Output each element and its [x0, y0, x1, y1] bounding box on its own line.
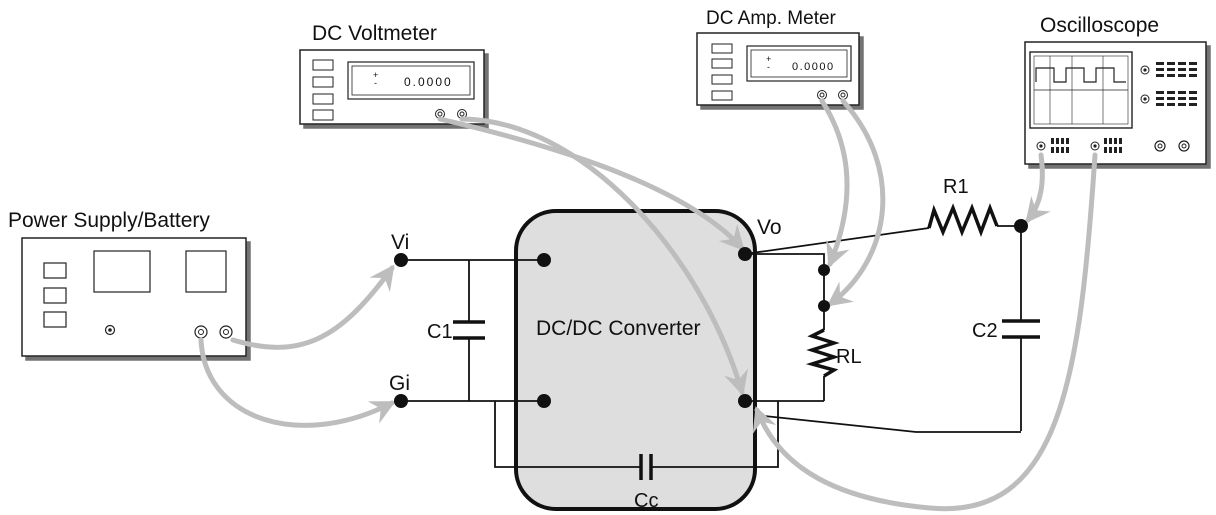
vo-label: Vo	[757, 216, 782, 239]
ammeter-sign: +-	[766, 54, 771, 72]
dc-ammeter-instrument: DC Amp. Meter +- 0.0000	[696, 8, 860, 106]
power-supply-display	[185, 250, 227, 293]
rl-label: RL	[836, 346, 862, 368]
ammeter-title: DC Amp. Meter	[706, 8, 837, 29]
oscilloscope-channel-input[interactable]	[1036, 141, 1046, 151]
gi-label: Gi	[389, 372, 410, 395]
converter-label: DC/DC Converter	[536, 317, 701, 340]
oscilloscope-switch-block[interactable]	[1051, 138, 1069, 153]
oscilloscope-knob[interactable]	[1140, 65, 1150, 75]
capacitor-c2	[1002, 319, 1040, 339]
converter-input-pin	[537, 253, 551, 267]
cable-ammeter-b	[826, 98, 886, 307]
oscilloscope-knob[interactable]	[1178, 140, 1190, 152]
voltmeter-terminal-neg[interactable]	[435, 109, 445, 119]
voltmeter-reading: 0.0000	[404, 75, 453, 89]
cable-voltmeter-to-vo	[437, 116, 745, 252]
cable-ps-to-vi	[230, 264, 395, 350]
r1-label: R1	[943, 176, 969, 198]
voltmeter-button[interactable]	[312, 59, 334, 71]
node-output-ground	[738, 394, 752, 408]
dc-dc-converter: DC/DC Converter	[514, 209, 757, 511]
power-supply-terminal-positive[interactable]	[219, 325, 233, 339]
node-gi	[394, 394, 408, 408]
ammeter-terminal-a[interactable]	[817, 90, 827, 100]
node-rl-top	[818, 264, 830, 276]
converter-body	[514, 209, 757, 511]
power-supply-terminal-negative[interactable]	[194, 325, 208, 339]
cc-label: Cc	[634, 490, 658, 512]
cable-scope-probe	[1025, 152, 1051, 224]
c1-label: C1	[427, 321, 453, 343]
ammeter-button[interactable]	[711, 90, 733, 101]
square-waveform	[1035, 67, 1126, 83]
converter-ground-pin	[537, 394, 551, 408]
oscilloscope-channel-input[interactable]	[1090, 141, 1100, 151]
oscilloscope-knob[interactable]	[1140, 94, 1150, 104]
oscilloscope-title: Oscilloscope	[1040, 14, 1159, 37]
capacitor-cc	[639, 454, 653, 480]
ammeter-button[interactable]	[711, 43, 733, 54]
voltmeter-button[interactable]	[312, 109, 334, 121]
power-supply-instrument: Power Supply/Battery	[8, 209, 247, 357]
resistor-r1	[927, 203, 999, 237]
ammeter-button[interactable]	[711, 58, 733, 69]
oscilloscope-knob[interactable]	[1154, 140, 1166, 152]
oscilloscope-switch-block[interactable]	[1104, 138, 1122, 153]
voltmeter-sign: +-	[373, 70, 378, 88]
oscilloscope-instrument: Oscilloscope	[1024, 14, 1207, 165]
power-supply-knob[interactable]	[104, 324, 116, 336]
cable-scope-ground	[752, 152, 1098, 512]
resistor-rl	[805, 328, 840, 378]
probe-cables	[198, 98, 1098, 512]
cable-ammeter-a	[819, 98, 850, 268]
power-supply-button[interactable]	[43, 262, 67, 279]
power-supply-display	[93, 250, 151, 293]
voltmeter-button[interactable]	[312, 93, 334, 105]
cable-ps-to-gi	[198, 337, 396, 428]
power-supply-title: Power Supply/Battery	[8, 209, 210, 232]
voltmeter-button[interactable]	[312, 76, 334, 88]
voltmeter-terminal-pos[interactable]	[457, 109, 467, 119]
oscilloscope-button-grid[interactable]	[1156, 91, 1197, 106]
cable-voltmeter-to-ground	[459, 116, 749, 396]
node-r1-c2	[1014, 219, 1028, 233]
dc-voltmeter-instrument: DC Voltmeter +- 0.0000	[299, 22, 485, 125]
ammeter-button[interactable]	[711, 74, 733, 85]
power-supply-button[interactable]	[43, 311, 67, 328]
ammeter-reading: 0.0000	[792, 61, 835, 73]
vi-label: Vi	[391, 231, 409, 254]
c2-label: C2	[972, 320, 998, 342]
oscilloscope-button-grid[interactable]	[1156, 62, 1197, 77]
power-supply-button[interactable]	[43, 287, 67, 304]
circuit-nodes	[394, 219, 1028, 408]
node-vi	[394, 253, 408, 267]
ammeter-terminal-b[interactable]	[838, 90, 848, 100]
capacitor-c1	[453, 320, 485, 340]
voltmeter-title: DC Voltmeter	[312, 22, 437, 45]
node-vo	[738, 247, 752, 261]
node-rl-sense	[818, 300, 830, 312]
